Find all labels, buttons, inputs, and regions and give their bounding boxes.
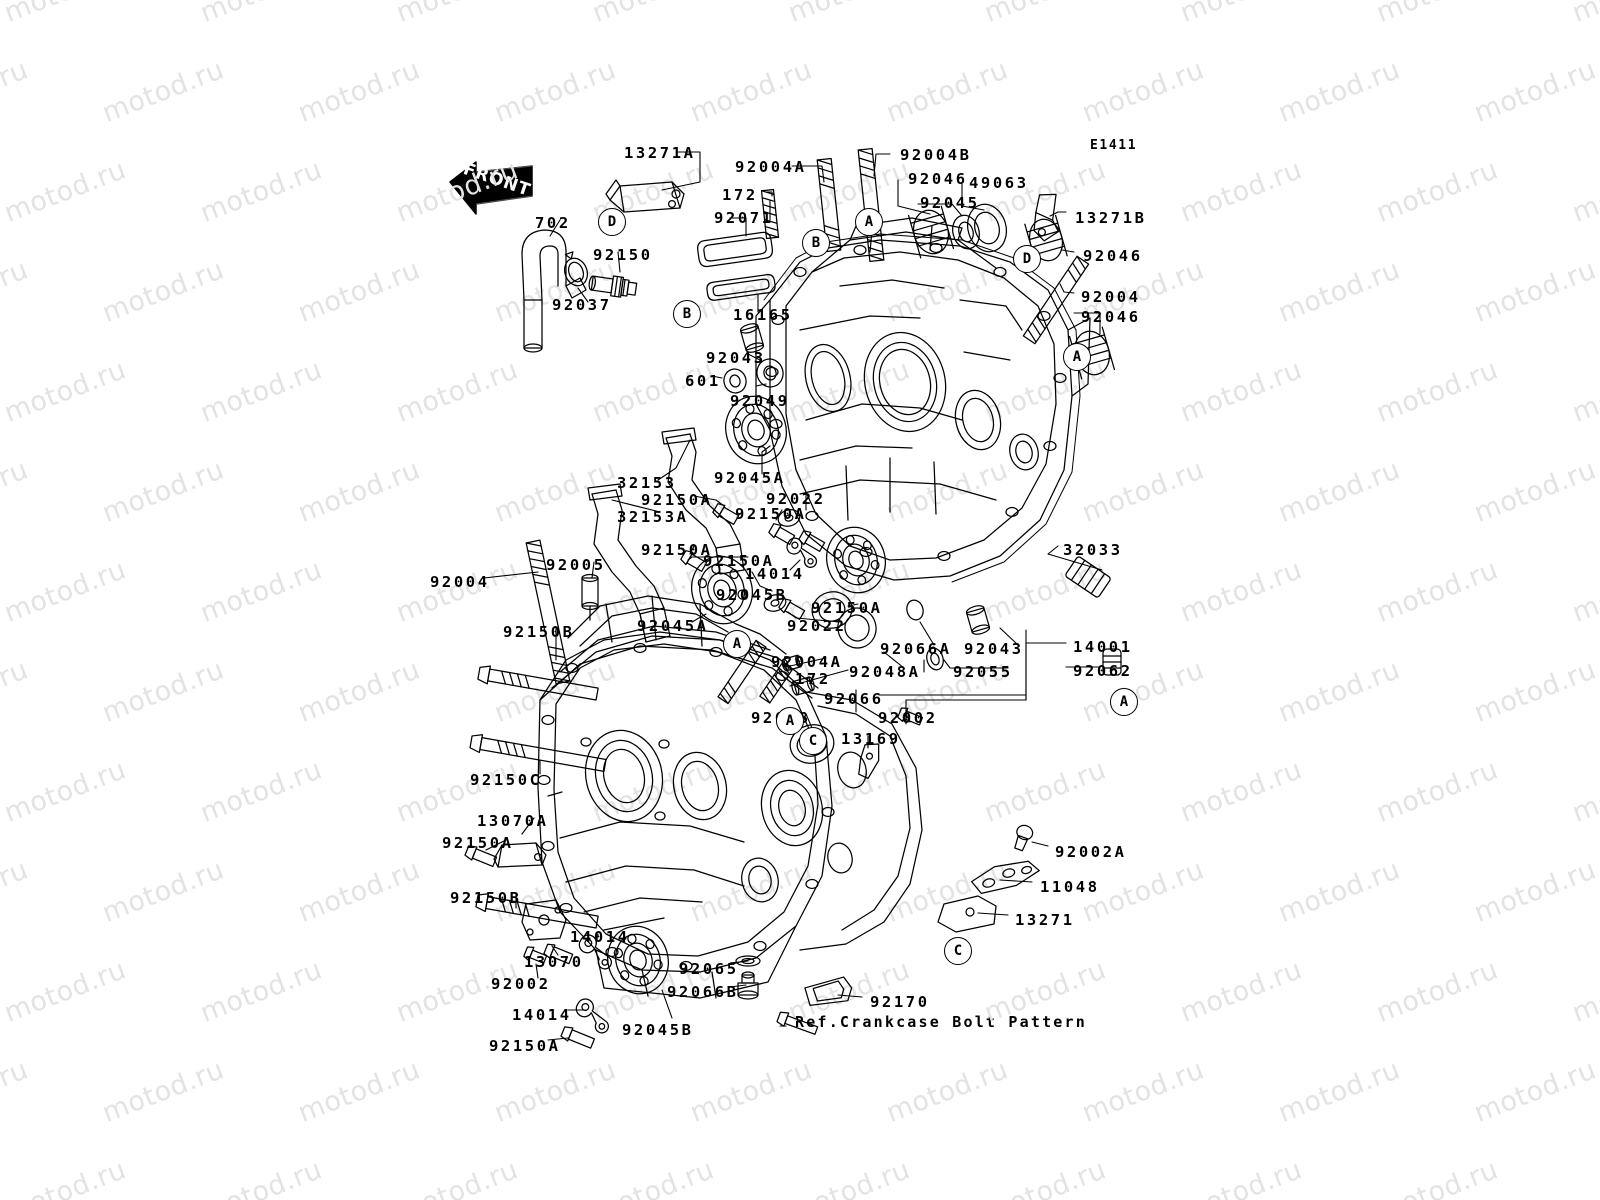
- link-plates: [575, 537, 818, 1034]
- reference-letter-a-9: A: [1110, 688, 1138, 716]
- diagram-code: E1411: [1090, 138, 1138, 153]
- part-number-13271B: 13271B: [1075, 209, 1147, 227]
- reference-letter-d-0: D: [598, 208, 626, 236]
- part-number-92022-2: 92022: [787, 617, 847, 635]
- part-number-92049: 92049: [730, 392, 790, 410]
- reference-letter-a-6: A: [723, 630, 751, 658]
- reference-letter-b-2: B: [802, 229, 830, 257]
- breather-hose: [521, 229, 589, 353]
- part-number-92004-right: 92004: [1081, 288, 1141, 306]
- part-number-92005: 92005: [546, 556, 606, 574]
- part-number-92004A-top: 92004A: [735, 158, 807, 176]
- reference-letter-a-3: A: [855, 208, 883, 236]
- reference-letter-c-8: C: [799, 727, 827, 755]
- part-number-92150-top: 92150: [593, 246, 653, 264]
- part-number-92002-low: 92002: [491, 975, 551, 993]
- small-plugs: [781, 654, 815, 696]
- part-number-14014-mid: 14014: [745, 565, 805, 583]
- washers: [763, 509, 801, 612]
- part-number-92002A: 92002A: [1055, 843, 1127, 861]
- part-number-92043-top: 92043: [706, 349, 766, 367]
- part-number-16165: 16165: [733, 306, 793, 324]
- reference-letter-d-4: D: [1013, 245, 1041, 273]
- part-number-13271: 13271: [1015, 911, 1075, 929]
- part-number-14001: 14001: [1073, 638, 1133, 656]
- part-number-13070A: 13070A: [477, 812, 549, 830]
- reference-letter-c-10: C: [944, 937, 972, 965]
- part-number-92048A: 92048A: [849, 663, 921, 681]
- part-number-14014-bot: 14014: [512, 1006, 572, 1024]
- part-number-92066: 92066: [824, 690, 884, 708]
- oil-screen-gasket: [697, 231, 776, 301]
- oil-pipes: [587, 427, 745, 643]
- part-number-92045B-bot: 92045B: [622, 1021, 694, 1039]
- part-number-172-mid: 172: [795, 670, 831, 688]
- part-number-92150B-1: 92150B: [503, 623, 575, 641]
- part-number-13271A: 13271A: [624, 144, 696, 162]
- part-number-92150A-1: 92150A: [641, 491, 713, 509]
- part-number-92150A-6: 92150A: [442, 834, 514, 852]
- part-number-92062: 92062: [1073, 662, 1133, 680]
- part-number-92037: 92037: [552, 296, 612, 314]
- part-number-92150C: 92150C: [470, 771, 542, 789]
- part-number-92150A-7: 92150A: [489, 1037, 561, 1055]
- part-number-11048: 11048: [1040, 878, 1100, 896]
- part-number-92046-a: 92046: [908, 170, 968, 188]
- rubber-dampers: [1065, 556, 1122, 676]
- brackets: [493, 179, 1059, 1006]
- part-number-92022-1: 92022: [766, 490, 826, 508]
- part-number-92066B: 92066B: [667, 983, 739, 1001]
- part-number-92045A-mid: 92045A: [637, 617, 709, 635]
- part-number-49063: 49063: [969, 174, 1029, 192]
- flange-bolts: [464, 503, 1034, 1049]
- part-number-92170: 92170: [870, 993, 930, 1011]
- front-direction-marker: FRONT: [446, 152, 542, 224]
- part-number-92046-c: 92046: [1081, 308, 1141, 326]
- part-number-601: 601: [685, 372, 721, 390]
- part-number-92071: 92071: [714, 209, 774, 227]
- part-number-172-top: 172: [722, 186, 758, 204]
- part-number-92150A-5: 92150A: [811, 599, 883, 617]
- part-number-92045: 92045: [920, 194, 980, 212]
- part-number-14014-low: 14014: [570, 928, 630, 946]
- part-number-702: 702: [535, 214, 571, 232]
- part-number-92150B-2: 92150B: [450, 889, 522, 907]
- part-number-92004A-mid: 92004A: [771, 653, 843, 671]
- part-number-92045A-top: 92045A: [714, 469, 786, 487]
- part-number-92004B: 92004B: [900, 146, 972, 164]
- part-number-92045B-mid: 92045B: [716, 586, 788, 604]
- part-number-92002-mid: 92002: [878, 709, 938, 727]
- reference-letter-b-1: B: [673, 300, 701, 328]
- part-number-92046-b: 92046: [1083, 247, 1143, 265]
- reference-letter-a-5: A: [1063, 343, 1091, 371]
- part-number-32153: 32153: [617, 474, 677, 492]
- part-number-92065: 92065: [679, 960, 739, 978]
- oil-pressure-switch: [588, 275, 638, 298]
- leader-lines: [483, 151, 1103, 1041]
- part-number-92066A: 92066A: [880, 640, 952, 658]
- part-number-32153A: 32153A: [617, 508, 689, 526]
- part-number-32033: 32033: [1063, 541, 1123, 559]
- part-number-92043-right: 92043: [964, 640, 1024, 658]
- reference-letter-a-7: A: [776, 707, 804, 735]
- part-number-13169: 13169: [841, 730, 901, 748]
- part-number-92055: 92055: [953, 663, 1013, 681]
- oil-seals: [723, 203, 1008, 764]
- part-number-92150A-4: 92150A: [703, 552, 775, 570]
- crankcase-bolt-pattern-note: Ref.Crankcase Bolt Pattern: [795, 1013, 1087, 1031]
- part-number-92150A-2: 92150A: [735, 505, 807, 523]
- part-number-92150A-3: 92150A: [641, 541, 713, 559]
- part-number-92004-left: 92004: [430, 573, 490, 591]
- part-number-13070: 13070: [524, 953, 584, 971]
